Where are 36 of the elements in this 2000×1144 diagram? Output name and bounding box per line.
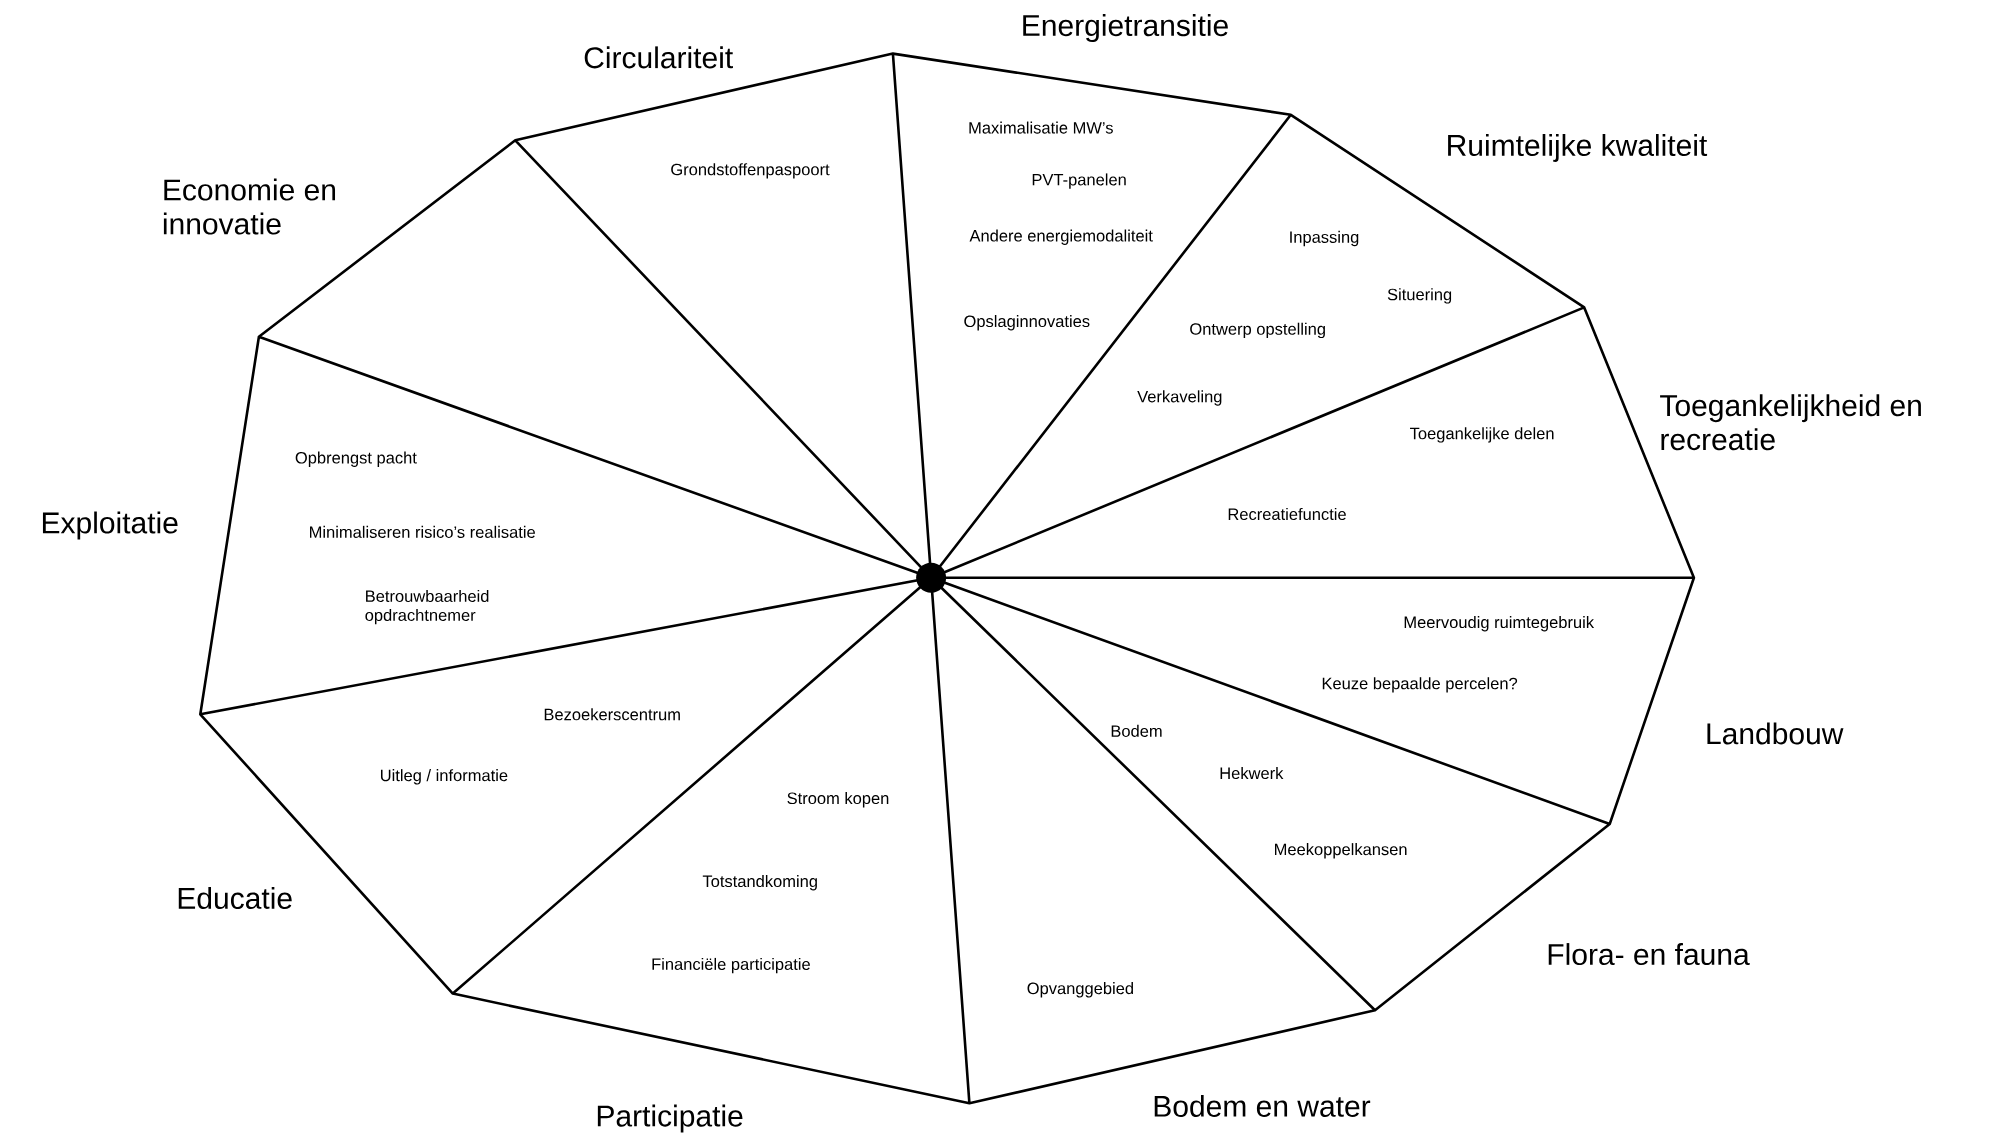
sector-heading: Ruimtelijke kwaliteit [1448,134,1708,162]
sector-heading: Exploitatie [42,511,178,540]
sector-item: Ontwerp opstelling [1190,322,1325,339]
sector-item: PVT-panelen [1032,173,1126,189]
sector-item: Financiële participatie [652,957,810,974]
sector-item: Bezoekerscentrum [544,708,680,721]
sector-item: Inpassing [1290,230,1359,247]
sector-item: Totstandkoming [702,875,817,891]
sector-item: Grondstoffenpaspoort [671,163,830,179]
sector-heading: Landbouw [1707,722,1844,745]
sector-item: Stroom kopen [787,792,889,808]
sector-heading: Flora- en fauna [1548,943,1750,966]
sector-item: Situering [1387,288,1452,304]
sector-heading: Energietransitie [1023,14,1228,43]
sector-heading: Circulariteit [584,46,733,69]
sector-heading: Educatie [178,887,292,909]
sector-item: Opbrengst pacht [295,451,417,467]
sector-item: Verkaveling [1137,390,1222,406]
sector-item: Uitleg / informatie [381,769,508,785]
sector-item: Meekoppelkansen [1275,843,1407,859]
sector-item: Maximalisatie MW’s [969,121,1113,134]
sector-item: Bodem [1111,724,1162,737]
sector-item: Opvanggebied [1027,982,1133,998]
sector-item: Recreatiefunctie [1228,507,1346,521]
sector-item: Minimaliseren risico’s realisatie [310,525,535,538]
sector-item: Opslaginnovaties [964,315,1090,331]
sector-item: Meervoudig ruimtegebruik [1404,616,1595,632]
sector-item: Hekwerk [1220,766,1284,780]
sector-item: Andere energiemodaliteit [969,229,1153,245]
sector-heading: Economie en innovatie [163,178,335,235]
sector-heading: Bodem en water [1154,1094,1371,1117]
sector-heading: Participatie [597,1104,743,1133]
sector-item: Keuze bepaalde percelen? [1322,677,1518,693]
sector-item: Betrouwbaarheid opdrachtnemer [365,589,489,625]
sector-heading: Toegankelijkheid en recreatie [1660,394,1921,451]
sector-item: Toegankelijke delen [1410,427,1554,443]
